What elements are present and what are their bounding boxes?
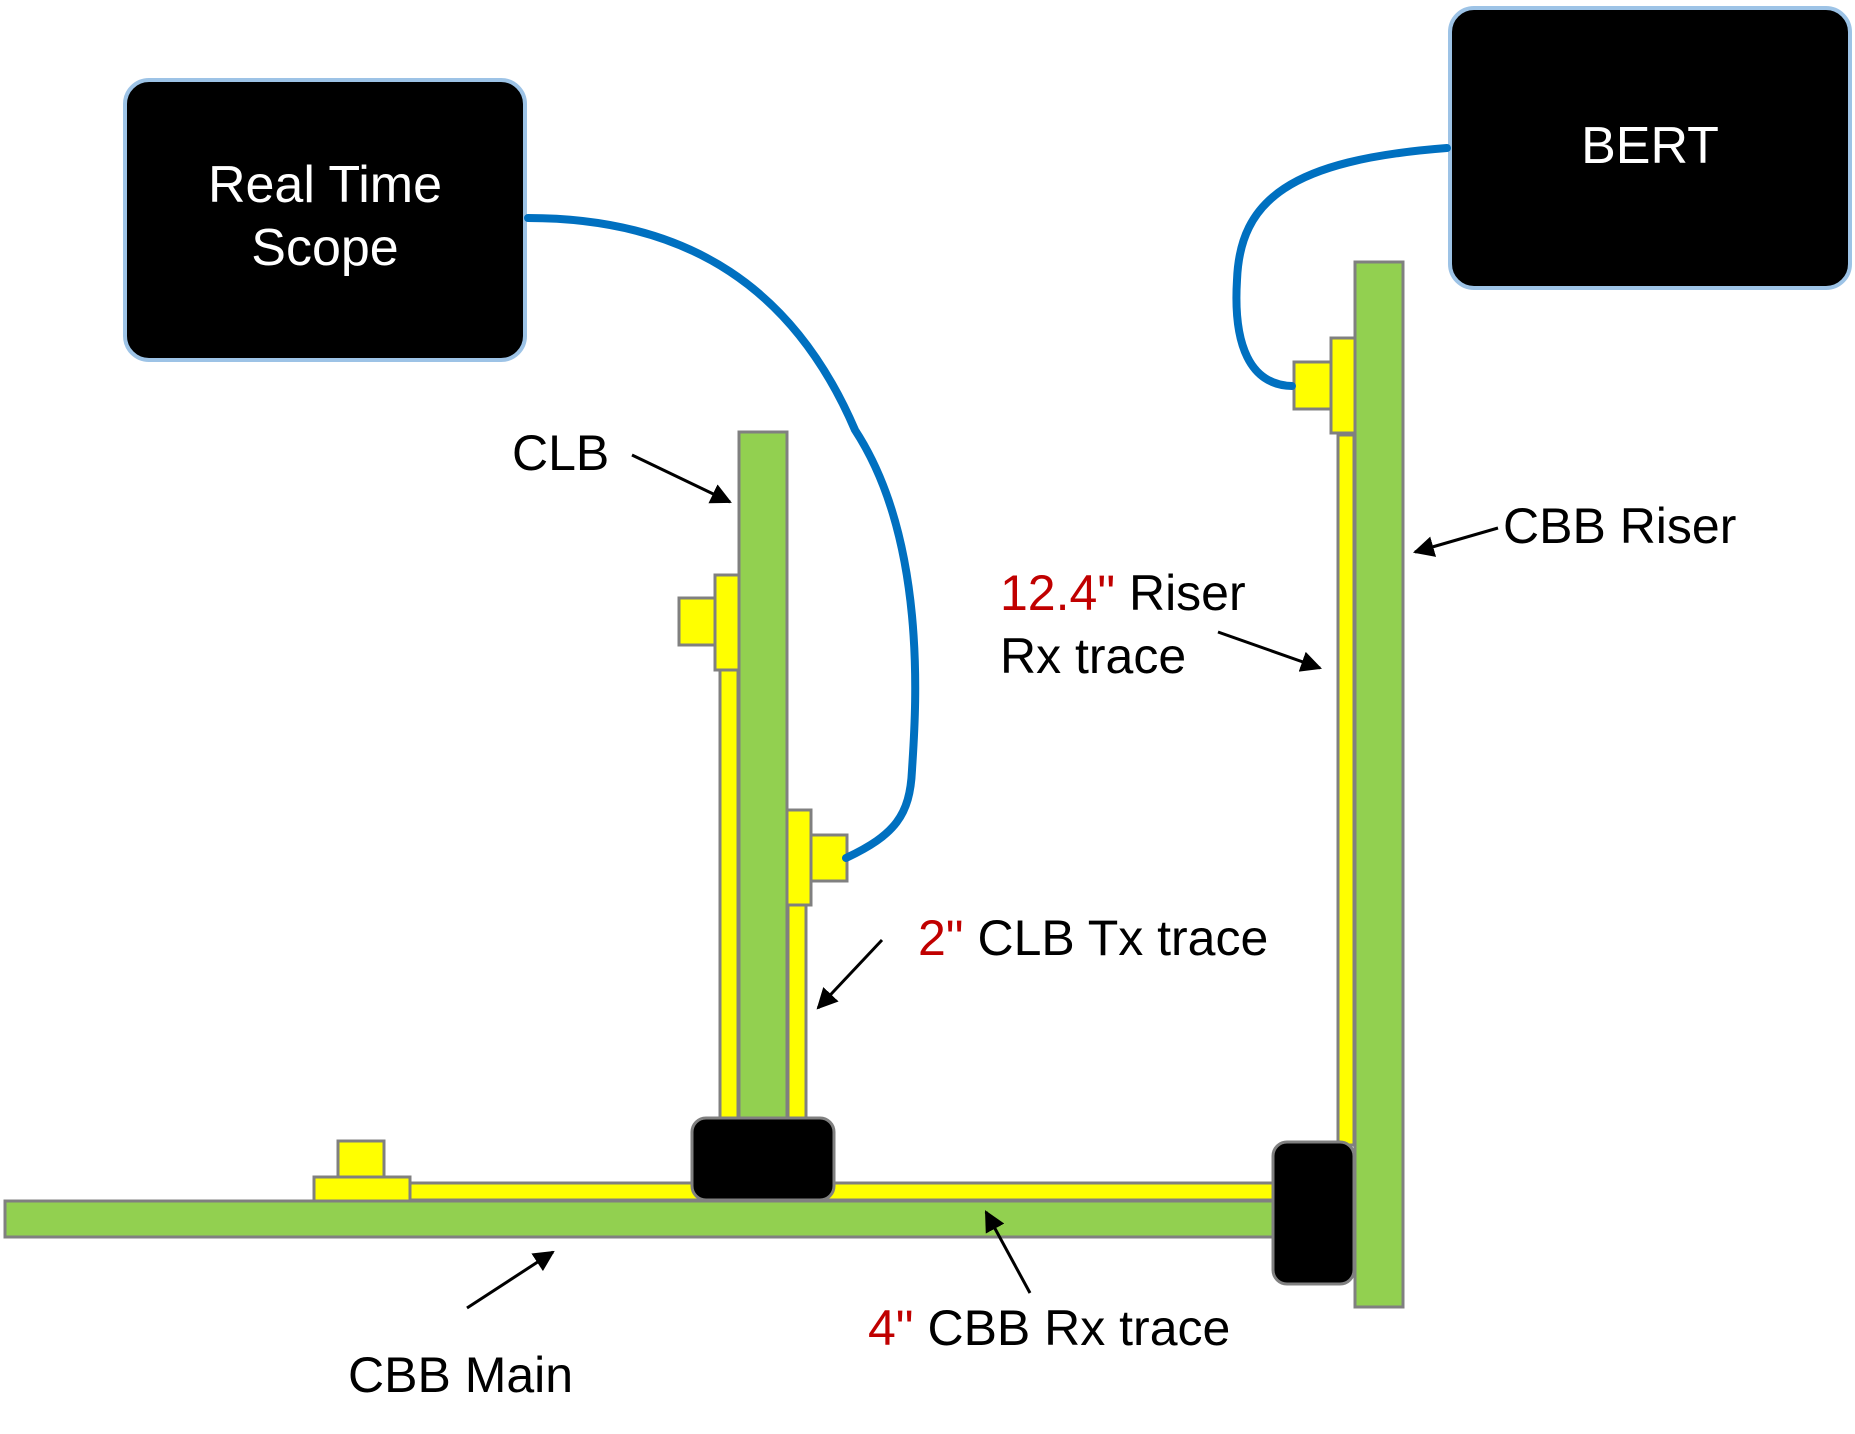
- cbb-main-label: CBB Main: [348, 1347, 573, 1403]
- bert-label: BERT: [1581, 117, 1719, 175]
- clb-right-connector-pin: [809, 833, 849, 883]
- cbb-main-board: [3, 1199, 1282, 1239]
- cbb-trace-name: CBB Rx trace: [914, 1300, 1231, 1356]
- clb-board: [737, 430, 789, 1134]
- cbb-trace-arrow: [984, 1210, 1032, 1294]
- cbb-main-pad: [312, 1175, 412, 1203]
- riser-edge-connector: [1271, 1140, 1356, 1286]
- cbb-riser-board: [1353, 260, 1405, 1309]
- clb-trace-name: CLB Tx trace: [964, 910, 1269, 966]
- riser-trace-label-line2: Rx trace: [1000, 628, 1186, 684]
- clb-trace-label: 2" CLB Tx trace: [918, 910, 1268, 966]
- cbb-riser-arrow: [1412, 526, 1499, 557]
- riser-trace-name: Riser: [1115, 565, 1246, 621]
- scope-cable: [524, 214, 920, 862]
- clb-trace-right: [786, 903, 808, 1132]
- cbb-main-connector-pin: [336, 1139, 386, 1179]
- clb-right-pad: [785, 808, 813, 907]
- bert-cable: [1232, 144, 1451, 390]
- cbb-riser-pad: [1329, 336, 1357, 435]
- scope-label-line2: Scope: [251, 219, 398, 277]
- clb-arrow: [631, 453, 732, 504]
- cbb-trace-length: 4": [868, 1300, 914, 1356]
- clb-label: CLB: [512, 425, 609, 481]
- cbb-main-arrow: [466, 1250, 555, 1310]
- clb-trace-left: [718, 668, 740, 1132]
- riser-trace-length: 12.4": [1000, 565, 1115, 621]
- cbb-main-trace: [408, 1181, 1280, 1202]
- clb-left-connector-pin: [677, 596, 717, 647]
- cbb-riser-trace: [1336, 433, 1356, 1147]
- clb-left-pad: [713, 573, 741, 672]
- clb-trace-length: 2": [918, 910, 964, 966]
- riser-trace-label-line1: 12.4" Riser: [1000, 565, 1246, 621]
- scope-label-line1: Real Time: [208, 156, 442, 214]
- clb-edge-connector: [690, 1116, 836, 1202]
- cbb-trace-label: 4" CBB Rx trace: [868, 1300, 1230, 1356]
- clb-trace-arrow: [816, 938, 884, 1010]
- cbb-riser-connector-pin: [1292, 360, 1333, 411]
- riser-trace-arrow: [1217, 630, 1322, 672]
- cbb-riser-label: CBB Riser: [1503, 498, 1736, 554]
